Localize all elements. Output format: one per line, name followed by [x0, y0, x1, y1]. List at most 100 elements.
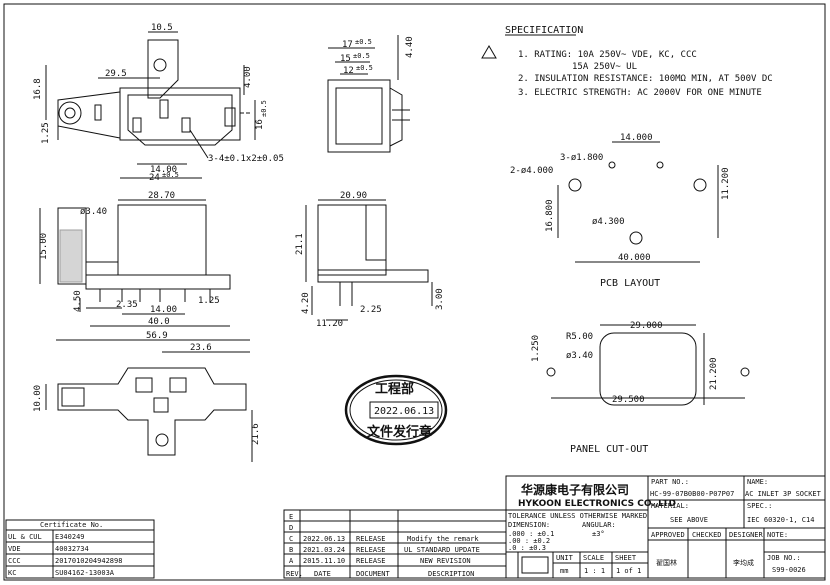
tolerance-2: .00 : ±0.2	[508, 537, 550, 545]
cert-name: CCC	[8, 557, 21, 565]
stamp-text: 工程部 2022.06.13 文件发行章	[367, 381, 434, 440]
approved-label: APPROVED	[651, 531, 685, 539]
spec-label: SPEC.:	[747, 502, 772, 510]
cert-value: 2017010204942898	[55, 557, 122, 565]
panel-title: PANEL CUT-OUT	[570, 444, 648, 455]
pcb-dims: 2-ø4.000 3-ø1.800 14.000 16.800 11.200 ø…	[510, 133, 731, 289]
tolerance-dimension: DIMENSION:	[508, 521, 550, 529]
checked-label: CHECKED	[692, 531, 722, 539]
rev-doc: RELEASE	[356, 535, 386, 543]
job-no-label: JOB NO.:	[767, 554, 801, 562]
dim-10-5: 10.5	[151, 23, 173, 33]
pcb-hole-1-8: 3-ø1.800	[560, 153, 603, 163]
front-view-dims: 28.70 ø3.40 15.00 4.50 2.35 1.25 14.00 4…	[39, 191, 220, 327]
rev-header-rev: REV.	[286, 570, 303, 578]
rev-desc: UL STANDARD UPDATE	[404, 546, 480, 554]
material-value: SEE ABOVE	[670, 516, 708, 524]
dim-15-00: 15.00	[39, 233, 49, 260]
tolerance-1: .000 : ±0.1	[508, 530, 554, 538]
panel-hole: ø3.40	[566, 351, 593, 361]
tolerance-3: .0 : ±0.3	[508, 544, 546, 552]
dim-40-0: 40.0	[148, 317, 170, 327]
dim-4-50: 4.50	[73, 290, 83, 312]
bottom-view	[45, 339, 253, 462]
side-view-top-dims: 17 ±0.5 15 ±0.5 12 ±0.5 4.40	[340, 36, 415, 76]
rev-id: B	[289, 546, 293, 554]
dim-15: 15	[340, 54, 351, 64]
certificate-text: Certificate No. UL & CUL E340249 VDE 400…	[8, 521, 122, 577]
company-en: HYKOON ELECTRONICS CO.,LTD	[518, 499, 676, 509]
right-view-dims: 20.90 21.1 4.20 2.25 11.20 3.00	[295, 191, 445, 329]
rev-header-date: DATE	[314, 570, 331, 578]
rev-date: 2021.03.24	[303, 546, 345, 554]
dim-4-40: 4.40	[405, 36, 415, 58]
dim-2-25: 2.25	[360, 305, 382, 315]
dim-3-00: 3.00	[435, 288, 445, 310]
designer-signature: 李均成	[733, 558, 754, 567]
dim-14-00: 14.00	[150, 305, 177, 315]
dim-16-tol: ±0.5	[260, 100, 268, 117]
rev-doc: RELEASE	[356, 557, 386, 565]
revision-table	[283, 509, 507, 579]
rev-doc: RELEASE	[356, 546, 386, 554]
pcb-hole-4: 2-ø4.000	[510, 166, 553, 176]
part-no-label: PART NO.:	[651, 478, 689, 486]
dim-21-1: 21.1	[295, 233, 305, 255]
dim-24-tol: ±0.5	[162, 171, 179, 179]
dim-12-tol: ±0.5	[356, 64, 373, 72]
tolerance-angular: ANGULAR:	[582, 521, 616, 529]
spec-rating-2: 15A 250V~ UL	[572, 62, 637, 72]
job-no: S99-0026	[772, 566, 806, 574]
panel-d-29-5: 29.500	[612, 395, 645, 405]
revision-text: E D C 2022.06.13 RELEASE Modify the rema…	[286, 513, 480, 578]
dim-17: 17	[342, 40, 353, 50]
cert-header: Certificate No.	[40, 521, 103, 529]
dim-4-20: 4.20	[301, 292, 311, 314]
cert-name: UL & CUL	[8, 533, 42, 541]
pcb-d-11-2: 11.200	[721, 167, 731, 200]
dim-1-25: 1.25	[41, 122, 51, 144]
dim-10-00: 10.00	[33, 385, 43, 412]
dim-28-70: 28.70	[148, 191, 175, 201]
dim-14-00: 14.00	[150, 165, 177, 175]
stamp-line2: 文件发行章	[367, 424, 432, 440]
name-label: NAME:	[747, 478, 768, 486]
stamp-date: 2022.06.13	[374, 406, 434, 417]
pcb-title: PCB LAYOUT	[600, 278, 660, 289]
panel-d-29: 29.000	[630, 321, 663, 331]
spec-heading: SPECIFICATION	[505, 25, 583, 36]
rev-date: 2015.11.10	[303, 557, 345, 565]
dim-3-40: ø3.40	[80, 207, 107, 217]
dim-29-5: 29.5	[105, 69, 127, 79]
part-no: HC-99-07B0B00-P07P07	[650, 490, 734, 498]
pcb-d-40: 40.000	[618, 253, 651, 263]
dim-23-6: 23.6	[190, 343, 212, 353]
rev-desc: Modify the remark	[407, 535, 479, 543]
tolerance-line: TOLERANCE UNLESS OTHERWISE MARKED	[508, 512, 647, 520]
release-stamp	[344, 374, 448, 446]
spec-insulation: 2. INSULATION RESISTANCE: 100MΩ MIN, AT …	[518, 74, 773, 84]
approved-signature: 翟国林	[656, 558, 677, 567]
company-cn: 华源康电子有限公司	[521, 482, 629, 497]
top-view-dims: 10.5 29.5 16.8 4.00 16 ±0.5 1.25 14.00 2…	[33, 23, 284, 183]
dim-20-90: 20.90	[340, 191, 367, 201]
rev-date: 2022.06.13	[303, 535, 345, 543]
cert-name: VDE	[8, 545, 21, 553]
pcb-hole-4-3: ø4.300	[592, 217, 625, 227]
front-view	[39, 199, 231, 327]
rev-id: E	[289, 513, 293, 521]
dim-17-tol: ±0.5	[355, 38, 372, 46]
sheet-value: 1 of 1	[616, 567, 641, 575]
pin-note: 3-4±0.1x2±0.05	[208, 154, 284, 164]
unit-label: UNIT	[556, 554, 574, 562]
dim-24: 24	[149, 173, 160, 183]
spec-value: IEC 60320-1, C14	[747, 516, 814, 524]
rev-header-desc: DESCRIPTION	[428, 570, 474, 578]
note-label: NOTE:	[767, 531, 788, 539]
spec-rating-1: 1. RATING: 10A 250V~ VDE, KC, CCC	[518, 50, 697, 60]
top-view	[45, 31, 256, 179]
panel-d-21-2: 21.200	[709, 357, 719, 390]
rev-id: A	[289, 557, 294, 565]
dim-56-9: 56.9	[146, 331, 168, 341]
